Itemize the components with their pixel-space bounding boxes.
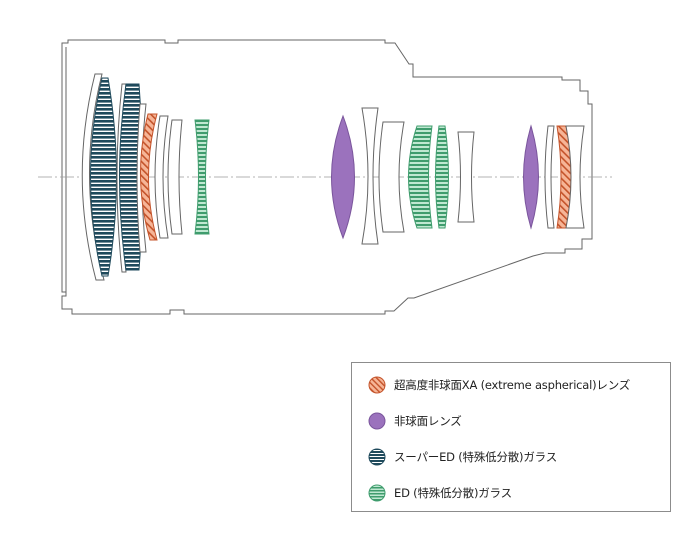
xa-swatch-icon	[368, 376, 386, 394]
legend-label-xa: 超高度非球面XA (extreme aspherical)レンズ	[394, 378, 631, 392]
legend-item-xa: 超高度非球面XA (extreme aspherical)レンズ	[368, 375, 630, 395]
legend-label-super-ed: スーパーED (特殊低分散)ガラス	[394, 450, 558, 464]
lens-front-8-clear	[167, 119, 183, 235]
lens-mid-3-clear	[378, 121, 405, 233]
lens-mid-5-ed	[435, 125, 449, 229]
lens-rear-4-clear	[565, 125, 585, 229]
lens-front-9-ed	[194, 119, 210, 235]
lens-front-6-xa	[140, 113, 158, 241]
lens-mid-2-clear	[361, 107, 379, 245]
lens-rear-1-aspherical	[523, 124, 539, 230]
barrel-outline	[61, 39, 593, 315]
legend: 超高度非球面XA (extreme aspherical)レンズ 非球面レンズ …	[351, 362, 671, 512]
super-ed-swatch-icon	[368, 448, 386, 466]
lens-front-7-clear	[154, 115, 169, 239]
lens-mid-4-ed	[408, 125, 433, 229]
legend-label-aspherical: 非球面レンズ	[394, 414, 462, 428]
ed-swatch-icon	[368, 484, 386, 502]
legend-item-ed: ED (特殊低分散)ガラス	[368, 483, 512, 503]
lens-mid-1-aspherical	[331, 114, 355, 240]
legend-label-ed: ED (特殊低分散)ガラス	[394, 486, 512, 500]
lens-rear-2-clear	[544, 125, 555, 229]
lens-front-2-super-ed	[90, 77, 117, 277]
legend-item-super-ed: スーパーED (特殊低分散)ガラス	[368, 447, 557, 467]
legend-item-aspherical: 非球面レンズ	[368, 411, 462, 431]
lens-mid-6-clear	[457, 131, 475, 223]
aspherical-swatch-icon	[368, 412, 386, 430]
lens-front-1-outer	[81, 73, 105, 281]
